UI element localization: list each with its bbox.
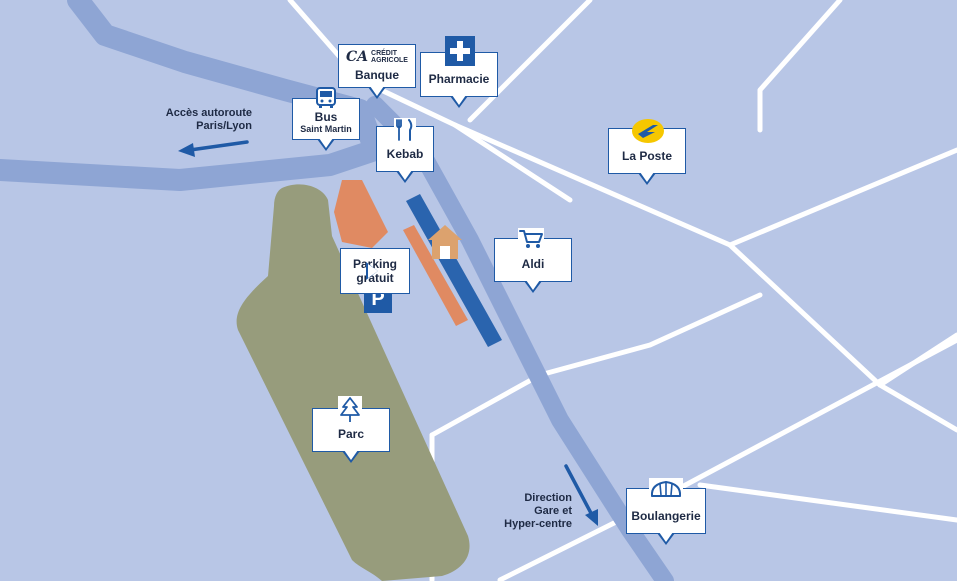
banque-label: Banque (354, 68, 399, 82)
home-icon (428, 225, 462, 259)
boulangerie-label: Boulangerie (631, 509, 701, 523)
gare-direction-label: Direction Gare et Hyper-centre (504, 492, 572, 530)
aldi-label: Aldi (521, 257, 545, 271)
autoroute-arrow (178, 140, 249, 157)
gare-arrow (564, 464, 598, 526)
pharmacy-cross-icon (445, 36, 475, 66)
la-poste-logo-icon (632, 119, 664, 143)
boulangerie-marker[interactable]: Boulangerie (626, 488, 706, 545)
autoroute-direction-label: Accès autoroute Paris/Lyon (165, 107, 252, 132)
bus-label: Bus (314, 109, 338, 124)
street-network (287, 0, 957, 581)
parking-area (334, 180, 388, 248)
kebab-label: Kebab (386, 147, 424, 161)
parking-strip (403, 225, 468, 326)
street (467, 0, 593, 123)
street (497, 517, 623, 581)
la-poste-label: La Poste (621, 149, 672, 163)
parc-label: Parc (337, 427, 365, 441)
croissant-icon (649, 478, 683, 500)
shopping-cart-icon (518, 228, 544, 250)
parking-label-line2: gratuit (356, 271, 394, 285)
highway (0, 0, 386, 191)
railway (406, 194, 502, 347)
fork-knife-icon (394, 118, 416, 142)
park-area (236, 184, 470, 581)
street (757, 0, 843, 133)
bus-icon (316, 87, 336, 108)
pharmacie-label: Pharmacie (428, 72, 490, 86)
street (452, 122, 573, 203)
pharmacie-marker[interactable]: Pharmacie (420, 52, 498, 108)
street (697, 482, 957, 523)
tree-icon (338, 396, 362, 424)
street (727, 147, 957, 248)
bus-sublabel: Saint Martin (300, 123, 352, 134)
street (429, 372, 543, 438)
parking-marker[interactable]: Parking gratuit (340, 248, 410, 294)
parking-label-line1: Parking (352, 257, 397, 271)
street (537, 292, 763, 378)
